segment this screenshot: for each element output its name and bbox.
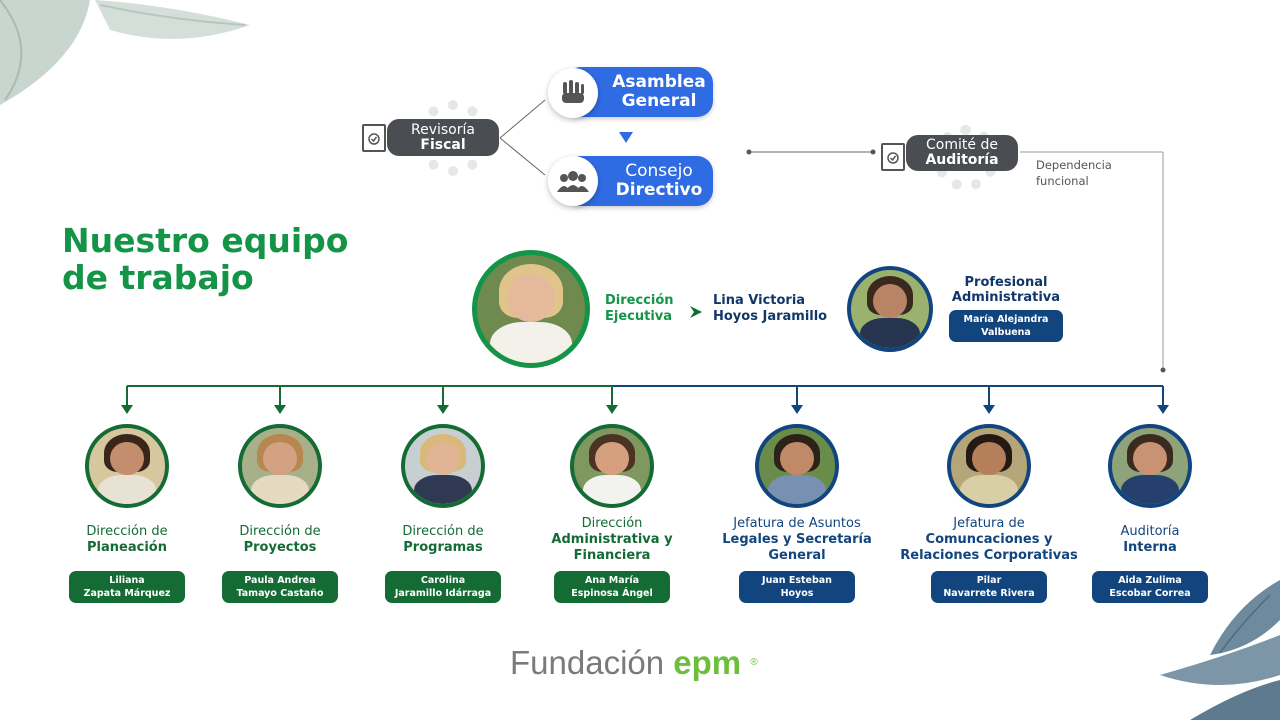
member-title-line3: Financiera: [573, 548, 651, 563]
revisoria-fiscal-node: Revisoría Fiscal: [387, 119, 499, 156]
direccion-name1: Lina Victoria: [713, 293, 806, 308]
member-photo: [238, 424, 322, 508]
member-title-line1: Auditoría: [1120, 524, 1180, 539]
consejo-line1: Consejo: [625, 161, 693, 181]
member-title-line3: Relaciones Corporativas: [900, 548, 1078, 563]
member-title-line1: Dirección de: [86, 524, 168, 539]
member-photo: [755, 424, 839, 508]
member-name-line2: Espinosa Ángel: [571, 588, 653, 599]
raised-hands-icon: [548, 68, 598, 118]
group-people-icon: [548, 156, 598, 206]
direccion-label1: Dirección: [605, 293, 674, 308]
member-title-line2: Interna: [1123, 540, 1177, 555]
page-title: Nuestro equipo de trabajo: [62, 222, 348, 296]
logo-registered: ®: [750, 657, 758, 668]
asamblea-line1: Asamblea: [612, 72, 706, 92]
member-photo: [570, 424, 654, 508]
direccion-ejecutiva-photo: [472, 250, 590, 368]
member-name-line2: Navarrete Rivera: [943, 588, 1035, 599]
audit-document-icon: [881, 143, 905, 171]
member-name-line2: Zapata Márquez: [83, 588, 171, 599]
member-photo: [1108, 424, 1192, 508]
direccion-label2: Ejecutiva: [605, 309, 673, 324]
member-name-line1: Carolina: [420, 575, 466, 586]
member-title-line1: Dirección de: [402, 524, 484, 539]
member-title-line1: Jefatura de Asuntos: [733, 516, 861, 531]
dependencia-line1: Dependencia: [1036, 158, 1112, 172]
member-title-line2: Programas: [403, 540, 483, 555]
page-title-line1: Nuestro equipo: [62, 221, 349, 260]
dependencia-funcional-label: Dependencia funcional: [1036, 157, 1112, 189]
leaf-decoration-top-left: [0, 0, 250, 105]
dependencia-line2: funcional: [1036, 174, 1089, 188]
member-title-line1: Jefatura de: [953, 516, 1025, 531]
profesional-name2: Valbuena: [981, 327, 1031, 338]
member-title-line2: Proyectos: [243, 540, 317, 555]
member-name-line1: Paula Andrea: [244, 575, 316, 586]
member-photo: [85, 424, 169, 508]
member-name-line2: Jaramillo Idárraga: [394, 588, 492, 599]
profesional-administrativa-title: Profesional Administrativa: [945, 275, 1067, 305]
member-name-line2: Escobar Correa: [1109, 588, 1191, 599]
audit-document-icon: [362, 124, 386, 152]
member-photo: [401, 424, 485, 508]
member-title-line1: Dirección: [581, 516, 643, 531]
asamblea-line2: General: [621, 91, 697, 111]
member-name-line2: Tamayo Castaño: [236, 588, 324, 599]
logo-word1: Fundación: [510, 644, 665, 681]
member-title-line2: Administrativa y: [551, 532, 673, 547]
member-name-line1: Juan Esteban: [762, 575, 832, 586]
member-name-line1: Aida Zulima: [1118, 575, 1182, 586]
profesional-title1: Profesional: [964, 275, 1048, 290]
member-title-line2: Legales y Secretaría: [722, 532, 872, 547]
logo-word2: epm: [673, 644, 742, 681]
profesional-name1: María Alejandra: [963, 314, 1049, 325]
member-title-line1: Dirección de: [239, 524, 321, 539]
profesional-administrativa-photo: [847, 266, 933, 352]
member-title-line2: Planeación: [87, 540, 167, 555]
comite-auditoria-node: Comité de Auditoría: [906, 135, 1018, 171]
member-name-line1: Liliana: [109, 575, 145, 586]
page-title-line2: de trabajo: [62, 258, 254, 297]
leaf-decoration-bottom-right: [1160, 580, 1280, 720]
revisoria-line2: Fiscal: [420, 136, 466, 153]
direccion-ejecutiva-name: Lina Victoria Hoyos Jaramillo: [713, 293, 827, 325]
consejo-line2: Directivo: [615, 180, 703, 200]
revisoria-line1: Revisoría: [411, 121, 475, 138]
member-name-line1: Pilar: [976, 575, 1002, 586]
member-name-line1: Ana María: [584, 575, 640, 586]
member-title-line3: General: [768, 548, 826, 563]
member-photo: [947, 424, 1031, 508]
profesional-name-pill: María Alejandra Valbuena: [949, 310, 1063, 342]
direccion-ejecutiva-label: Dirección Ejecutiva: [605, 293, 674, 325]
member-title-line2: Comuncaciones y: [925, 532, 1053, 547]
fundacion-epm-logo: Fundación epm ®: [510, 643, 758, 683]
member-name-line2: Hoyos: [780, 588, 814, 599]
comite-line1: Comité de: [926, 137, 998, 153]
direccion-name2: Hoyos Jaramillo: [713, 309, 828, 324]
comite-line2: Auditoría: [925, 152, 999, 168]
profesional-title2: Administrativa: [951, 290, 1061, 305]
